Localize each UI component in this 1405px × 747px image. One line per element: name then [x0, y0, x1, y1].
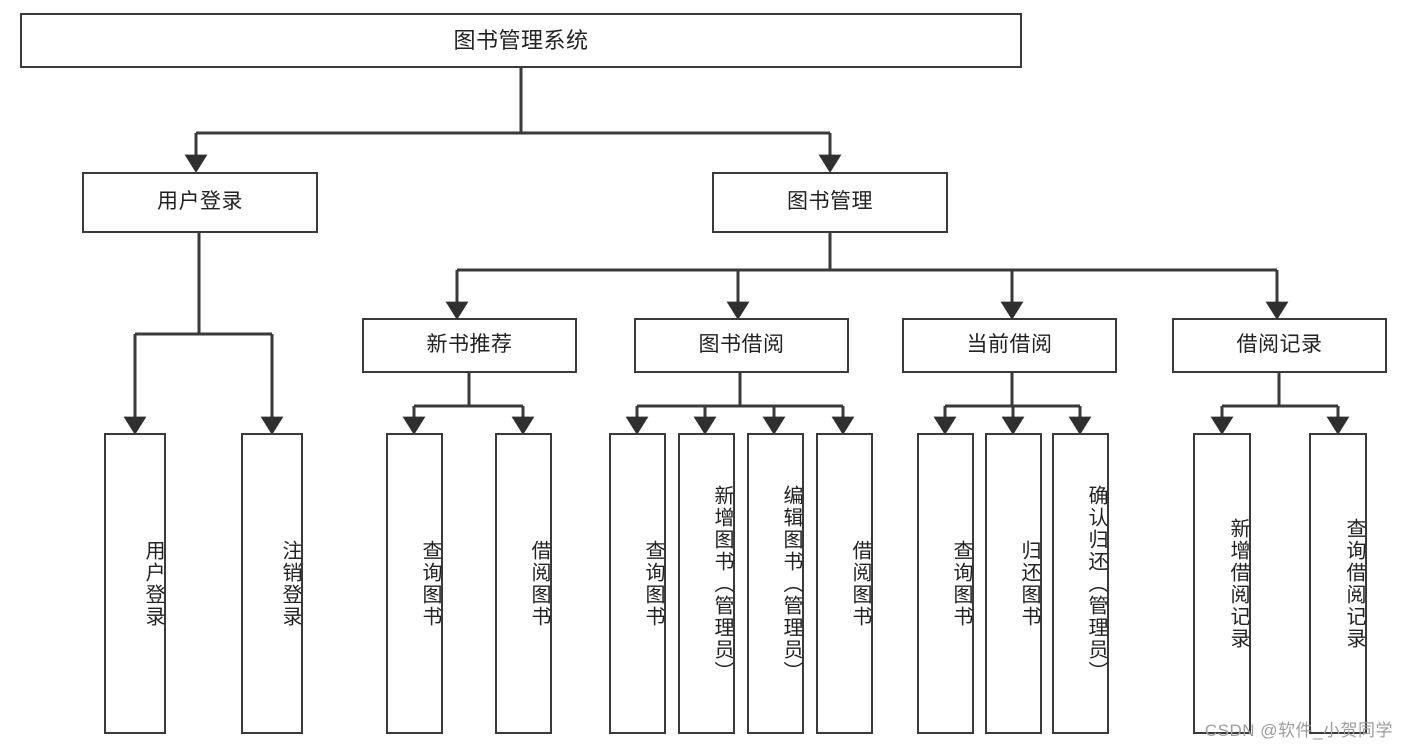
leaf-current-borrow-confirm-return-admin[interactable]: 确认归还（管理员） [1052, 433, 1109, 734]
node-borrow-record[interactable]: 借阅记录 [1172, 318, 1387, 373]
leaf-user-login-login[interactable]: 用户登录 [104, 433, 166, 734]
leaf-user-login-logout[interactable]: 注销登录 [241, 433, 303, 734]
node-label: 图书管理系统 [453, 27, 589, 53]
node-label: 新增借阅记录 [1227, 517, 1249, 650]
node-label: 注销登录 [279, 539, 301, 628]
node-label: 图书借阅 [698, 333, 785, 357]
node-book-borrow[interactable]: 图书借阅 [634, 318, 849, 373]
node-label: 用户登录 [142, 539, 164, 628]
leaf-new-book-borrow-book[interactable]: 借阅图书 [495, 433, 552, 734]
node-label: 新书推荐 [426, 333, 513, 357]
leaf-current-borrow-query-book[interactable]: 查询图书 [917, 433, 974, 734]
leaf-borrow-record-add-record[interactable]: 新增借阅记录 [1193, 433, 1251, 734]
node-label: 查询图书 [419, 539, 441, 628]
node-label: 图书管理 [787, 190, 873, 214]
node-current-borrow[interactable]: 当前借阅 [902, 318, 1117, 373]
node-root-book-management-system[interactable]: 图书管理系统 [20, 13, 1022, 68]
leaf-borrow-record-query-record[interactable]: 查询借阅记录 [1309, 433, 1367, 734]
node-book-management[interactable]: 图书管理 [712, 172, 948, 233]
node-label: 编辑图书（管理员） [780, 484, 802, 683]
node-label: 用户登录 [157, 190, 243, 214]
node-label: 新增图书（管理员） [711, 484, 733, 683]
node-label: 借阅记录 [1236, 333, 1323, 357]
leaf-current-borrow-return-book[interactable]: 归还图书 [985, 433, 1042, 734]
leaf-book-borrow-borrow-book[interactable]: 借阅图书 [816, 433, 873, 734]
leaf-book-borrow-edit-book-admin[interactable]: 编辑图书（管理员） [747, 433, 804, 734]
leaf-book-borrow-query-book[interactable]: 查询图书 [609, 433, 666, 734]
leaf-book-borrow-add-book-admin[interactable]: 新增图书（管理员） [678, 433, 735, 734]
node-user-login[interactable]: 用户登录 [82, 172, 318, 233]
node-label: 查询借阅记录 [1343, 517, 1365, 650]
node-label: 当前借阅 [966, 333, 1053, 357]
node-label: 归还图书 [1018, 539, 1040, 628]
node-label: 查询图书 [950, 539, 972, 628]
leaf-new-book-query-book[interactable]: 查询图书 [386, 433, 443, 734]
node-label: 借阅图书 [528, 539, 550, 628]
node-label: 确认归还（管理员） [1085, 484, 1107, 683]
node-label: 借阅图书 [849, 539, 871, 628]
node-label: 查询图书 [642, 539, 664, 628]
watermark: CSDN @软件_小贺同学 [1204, 721, 1393, 740]
node-new-book-recommend[interactable]: 新书推荐 [362, 318, 577, 373]
